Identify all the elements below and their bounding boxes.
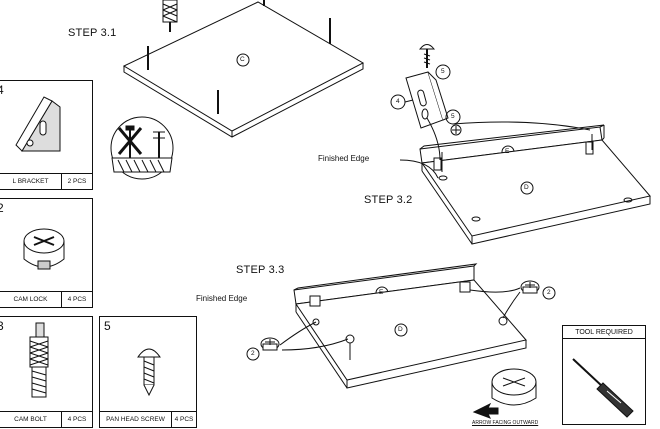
part-qty: 4 PCS	[62, 291, 92, 307]
panels-de-step32	[399, 117, 651, 245]
cam-lock-arrow-detail	[472, 368, 537, 419]
callout-2-left: 2	[251, 350, 255, 357]
panel-c-step31	[122, 0, 365, 138]
finished-edge-label-step33: Finished Edge	[196, 294, 248, 303]
cam-lock-loose-right	[520, 280, 540, 294]
part-number: 4	[0, 83, 4, 97]
do-not-overtighten-icon	[110, 116, 174, 180]
part-name: CAM LOCK	[0, 291, 62, 307]
tool-required-box: TOOL REQUIRED	[562, 325, 646, 425]
part-box-l-bracket: 4 L BRACKET 2 PCS	[0, 80, 93, 190]
panels-de-step33	[246, 263, 556, 389]
part-name: PAN HEAD SCREW	[100, 411, 172, 427]
panel-c-letter: C	[240, 56, 245, 63]
cam-lock-loose-left	[260, 337, 280, 351]
part-qty: 2 PCS	[62, 173, 92, 189]
part-box-cam-lock: 2 CAM LOCK 4 PCS	[0, 198, 93, 308]
part-box-cam-bolt: 3 CAM BOLT 4 PCS	[0, 316, 93, 428]
cam-bolt-icon	[29, 322, 49, 398]
panel-e-letter-step32: E	[505, 148, 510, 155]
l-bracket-icon	[15, 96, 61, 152]
part-box-pan-head-screw: 5 PAN HEAD SCREW 4 PCS	[99, 316, 197, 428]
cam-lock-icon	[23, 228, 65, 270]
part-name: CAM BOLT	[0, 411, 62, 427]
part-name: L BRACKET	[0, 173, 62, 189]
part-number: 3	[0, 319, 4, 333]
panel-e-letter-step33: E	[379, 289, 384, 296]
callout-5-top: 5	[441, 68, 445, 75]
screwdriver-icon	[572, 358, 634, 418]
step-3-3-label: STEP 3.3	[236, 264, 285, 276]
bracket-assembly-step32	[390, 44, 462, 136]
arrow-facing-outward-note: ARROW FACING OUTWARD	[472, 420, 539, 426]
part-number: 2	[0, 201, 4, 215]
panel-d-letter-step32: D	[524, 184, 529, 191]
part-qty: 4 PCS	[172, 411, 196, 427]
part-number: 5	[104, 319, 111, 333]
panel-d-letter-step33: D	[398, 326, 403, 333]
label-circle-c	[236, 53, 250, 67]
step-3-2-label: STEP 3.2	[364, 194, 413, 206]
pan-head-screw-icon	[137, 348, 161, 397]
step-3-1-label: STEP 3.1	[68, 27, 117, 39]
finished-edge-label-step32: Finished Edge	[318, 154, 370, 163]
part-qty: 4 PCS	[62, 411, 92, 427]
callout-4: 4	[396, 98, 400, 105]
tool-required-title: TOOL REQUIRED	[563, 326, 645, 339]
callout-2-right: 2	[547, 289, 551, 296]
callout-5-lower: 5	[451, 113, 455, 120]
